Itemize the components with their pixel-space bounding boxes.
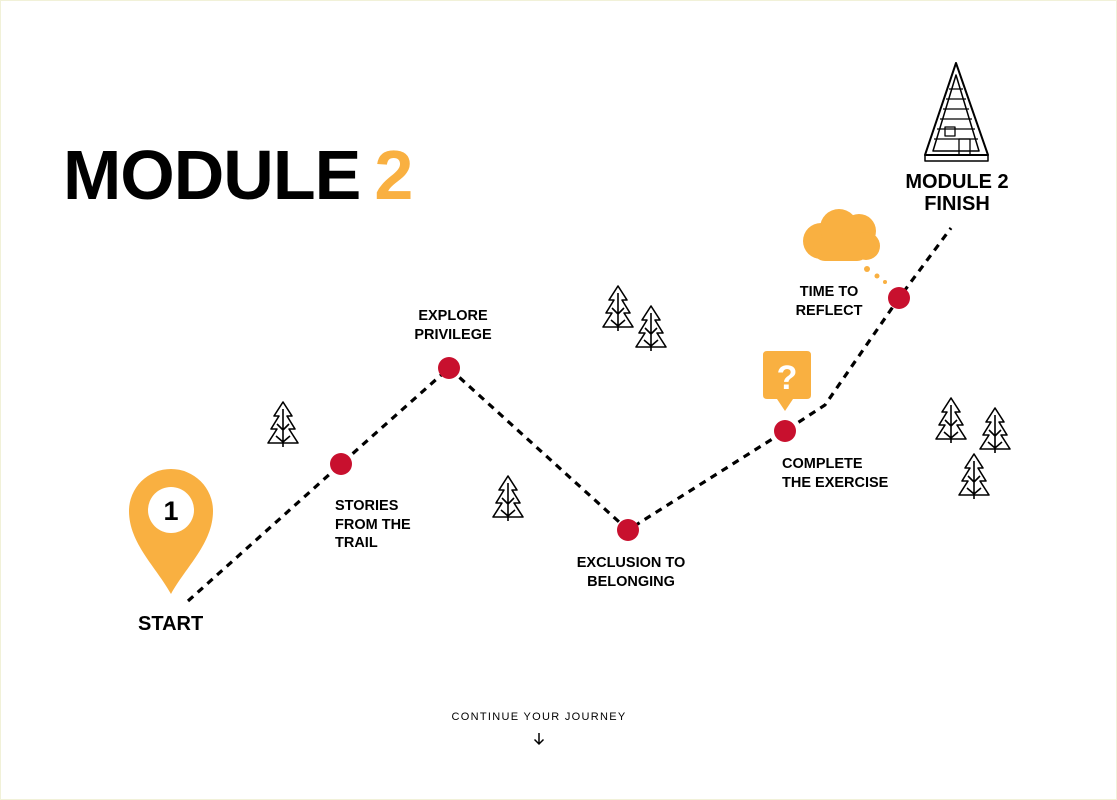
pine-tree-icon bbox=[935, 397, 967, 444]
label-line: REFLECT bbox=[795, 302, 863, 319]
stop-marker-exercise[interactable] bbox=[774, 420, 796, 442]
stop-marker-stories[interactable] bbox=[330, 453, 352, 475]
arrow-down-icon bbox=[533, 733, 545, 746]
label-line: EXPLORE bbox=[418, 308, 488, 324]
thought-cloud-icon bbox=[803, 209, 887, 284]
title-word: MODULE bbox=[63, 136, 361, 214]
label-line: TRAIL bbox=[335, 535, 378, 551]
cabin-icon bbox=[924, 62, 989, 162]
pine-tree-icon bbox=[492, 475, 524, 522]
pine-tree-icon bbox=[267, 401, 299, 448]
pine-tree-icon bbox=[979, 407, 1011, 454]
label-line: COMPLETE bbox=[782, 456, 863, 472]
continue-label: CONTINUE YOUR JOURNEY bbox=[451, 711, 627, 723]
pine-tree-icon bbox=[635, 305, 667, 352]
pin-number: 1 bbox=[163, 496, 178, 526]
label-line: FINISH bbox=[924, 193, 990, 215]
start-label[interactable]: START bbox=[138, 613, 204, 635]
stop-marker-reflect[interactable] bbox=[888, 287, 910, 309]
question-mark: ? bbox=[777, 359, 798, 397]
label-line: MODULE 2 bbox=[905, 171, 1009, 193]
stop-label-reflect[interactable]: TIME TO REFLECT bbox=[781, 283, 877, 320]
question-bubble-icon: ? bbox=[763, 351, 811, 411]
stop-label-privilege[interactable]: EXPLORE PRIVILEGE bbox=[403, 307, 503, 344]
label-line: PRIVILEGE bbox=[414, 326, 492, 343]
map-pin-icon: 1 bbox=[129, 469, 213, 594]
pine-tree-icon bbox=[602, 285, 634, 332]
title-number: 2 bbox=[374, 136, 413, 214]
label-line: EXCLUSION TO bbox=[576, 555, 686, 571]
stop-label-exercise[interactable]: COMPLETE THE EXERCISE bbox=[782, 455, 888, 492]
finish-label[interactable]: MODULE 2 FINISH bbox=[896, 171, 1018, 215]
stop-label-stories[interactable]: STORIES FROM THE TRAIL bbox=[335, 497, 411, 553]
continue-journey-link[interactable]: CONTINUE YOUR JOURNEY bbox=[439, 711, 639, 746]
label-line: TIME TO bbox=[799, 284, 859, 300]
label-line: THE EXERCISE bbox=[782, 474, 889, 491]
stop-marker-belonging[interactable] bbox=[617, 519, 639, 541]
label-line: BELONGING bbox=[587, 573, 675, 590]
stop-marker-privilege[interactable] bbox=[438, 357, 460, 379]
pine-tree-icon bbox=[958, 453, 990, 500]
label-line: STORIES bbox=[335, 498, 399, 514]
stop-label-belonging[interactable]: EXCLUSION TO BELONGING bbox=[569, 554, 693, 591]
label-line: FROM THE bbox=[335, 516, 411, 533]
